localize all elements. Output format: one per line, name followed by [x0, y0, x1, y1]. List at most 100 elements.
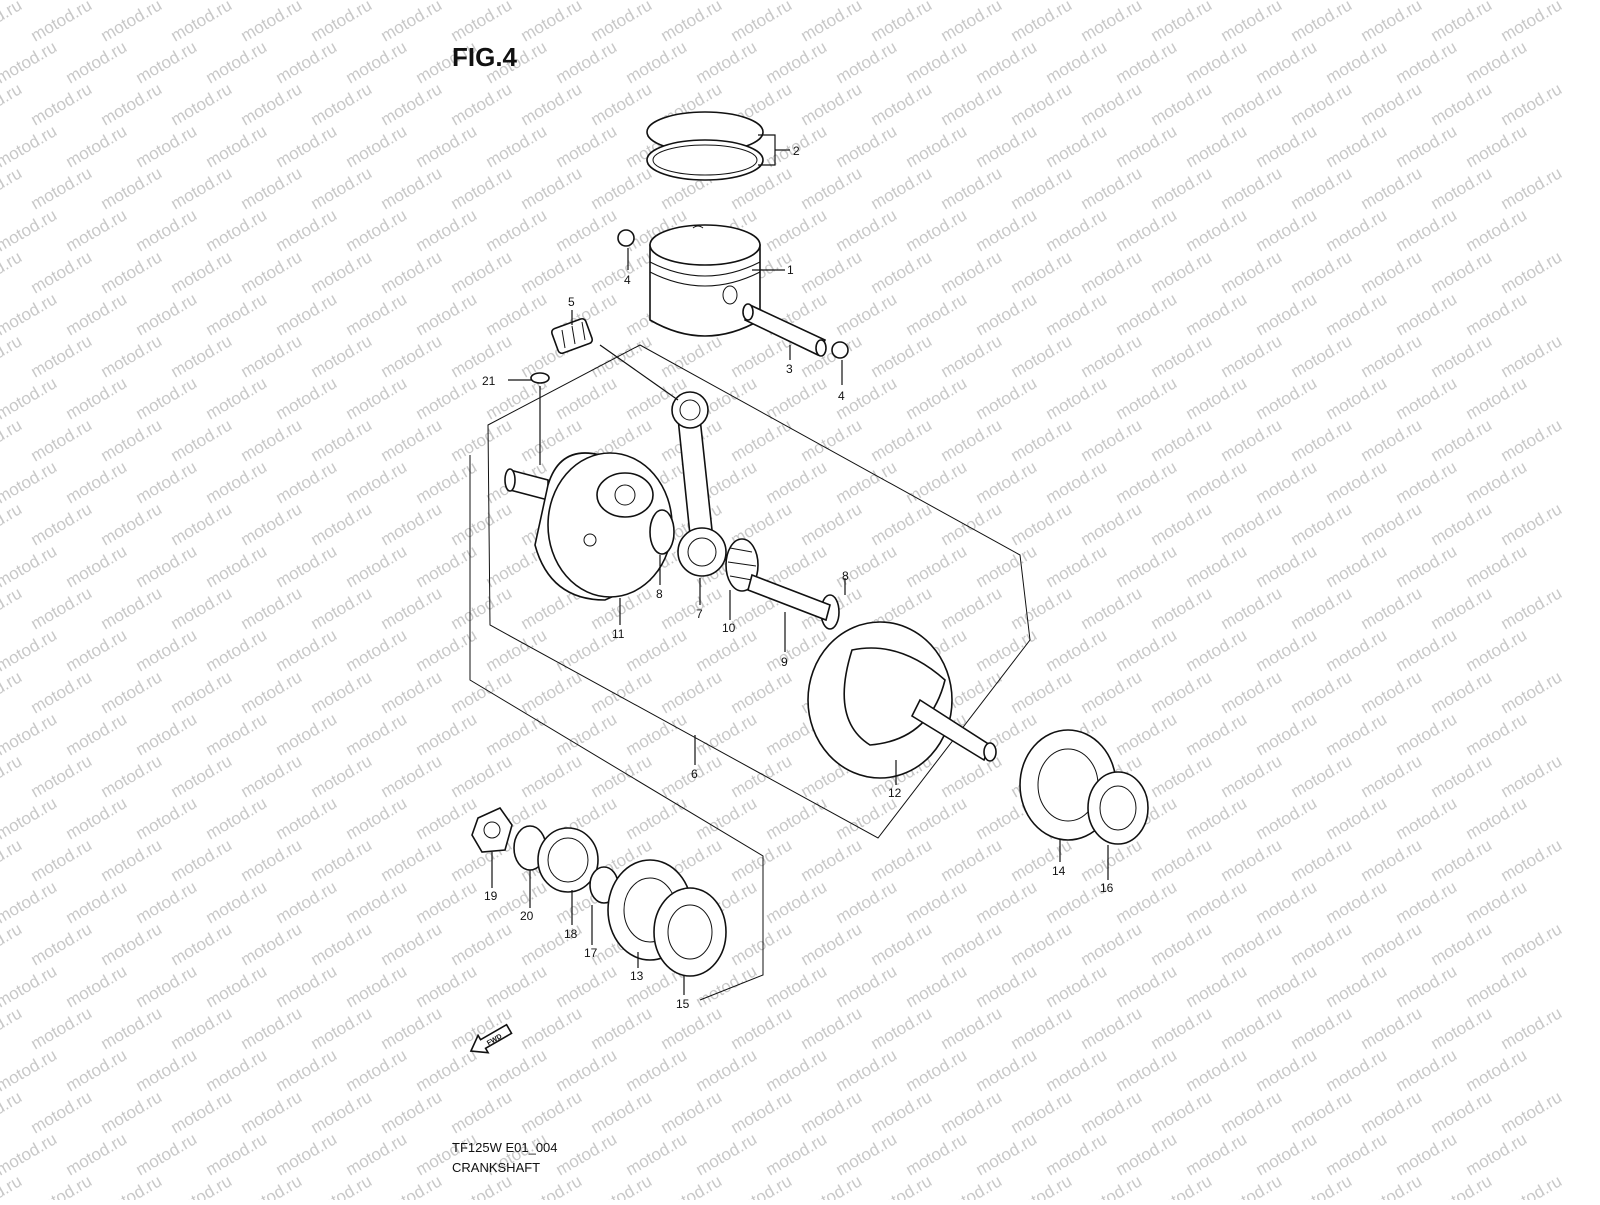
watermark-text: motod.ru: [133, 37, 201, 87]
watermark-text: motod.ru: [1218, 1087, 1286, 1137]
watermark-text: motod.ru: [1288, 415, 1356, 465]
watermark-text: motod.ru: [903, 877, 971, 927]
watermark-text: motod.ru: [0, 121, 60, 171]
watermark-text: motod.ru: [938, 1087, 1006, 1137]
watermark-text: motod.ru: [728, 1087, 796, 1137]
watermark-text: motod.ru: [0, 289, 60, 339]
watermark-text: motod.ru: [63, 373, 131, 423]
watermark-text: motod.ru: [973, 373, 1041, 423]
watermark-text: motod.ru: [1323, 709, 1391, 759]
watermark-text: motod.ru: [553, 205, 621, 255]
watermark-text: motod.ru: [1078, 331, 1146, 381]
watermark-text: motod.ru: [973, 121, 1041, 171]
watermark-text: motod.ru: [0, 751, 25, 801]
watermark-text: motod.ru: [658, 583, 726, 633]
callout-label: 10: [722, 621, 736, 635]
watermark-text: motod.ru: [273, 625, 341, 675]
watermark-text: motod.ru: [273, 709, 341, 759]
watermark-text: motod.ru: [868, 1171, 936, 1200]
watermark-text: motod.ru: [1148, 1003, 1216, 1053]
watermark-text: motod.ru: [168, 79, 236, 129]
watermark-text: motod.ru: [903, 121, 971, 171]
watermark-text: motod.ru: [1323, 457, 1391, 507]
callout-label: 1: [787, 263, 794, 277]
watermark-text: motod.ru: [1393, 877, 1461, 927]
watermark-text: motod.ru: [1288, 331, 1356, 381]
watermark-text: motod.ru: [0, 1087, 25, 1137]
watermark-text: motod.ru: [98, 667, 166, 717]
watermark-text: motod.ru: [0, 373, 60, 423]
watermark-text: motod.ru: [273, 1045, 341, 1095]
watermark-text: motod.ru: [1288, 1087, 1356, 1137]
watermark-text: motod.ru: [938, 79, 1006, 129]
watermark-text: motod.ru: [1498, 415, 1566, 465]
watermark-text: motod.ru: [413, 205, 481, 255]
watermark-text: motod.ru: [938, 1171, 1006, 1200]
crankshaft-right: [807, 621, 997, 779]
watermark-text: motod.ru: [1393, 205, 1461, 255]
watermark-text: motod.ru: [938, 331, 1006, 381]
watermark-text: motod.ru: [238, 415, 306, 465]
thrust-washer-left: [649, 509, 675, 555]
watermark-text: motod.ru: [518, 751, 586, 801]
watermark-text: motod.ru: [1113, 709, 1181, 759]
watermark-text: motod.ru: [973, 541, 1041, 591]
watermark-text: motod.ru: [1393, 121, 1461, 171]
watermark-text: motod.ru: [1043, 625, 1111, 675]
watermark-text: motod.ru: [763, 457, 831, 507]
watermark-text: motod.ru: [483, 961, 551, 1011]
watermark-text: motod.ru: [1218, 1171, 1286, 1200]
watermark-text: motod.ru: [1183, 373, 1251, 423]
watermark-text: motod.ru: [98, 835, 166, 885]
watermark-text: motod.ru: [1498, 751, 1566, 801]
watermark-text: motod.ru: [0, 709, 60, 759]
watermark-text: motod.ru: [1253, 625, 1321, 675]
watermark-text: motod.ru: [1323, 37, 1391, 87]
watermark-text: motod.ru: [308, 919, 376, 969]
watermark-text: motod.ru: [728, 667, 796, 717]
watermark-text: motod.ru: [1358, 331, 1426, 381]
watermark-text: motod.ru: [1043, 121, 1111, 171]
watermark-text: motod.ru: [973, 625, 1041, 675]
watermark-text: motod.ru: [133, 205, 201, 255]
watermark-text: motod.ru: [1428, 667, 1496, 717]
watermark-text: motod.ru: [1183, 793, 1251, 843]
watermark-text: motod.ru: [1428, 415, 1496, 465]
watermark-text: motod.ru: [343, 37, 411, 87]
watermark-text: motod.ru: [518, 163, 586, 213]
callout-label: 21: [482, 374, 496, 388]
watermark-text: motod.ru: [448, 667, 516, 717]
watermark-text: motod.ru: [798, 79, 866, 129]
watermark-text: motod.ru: [1288, 0, 1356, 45]
watermark-text: motod.ru: [1428, 1003, 1496, 1053]
watermark-text: motod.ru: [238, 1003, 306, 1053]
watermark-text: motod.ru: [973, 205, 1041, 255]
callout-label: 20: [520, 909, 534, 923]
watermark-text: motod.ru: [1428, 499, 1496, 549]
watermark-text: motod.ru: [1113, 1129, 1181, 1179]
watermark-text: motod.ru: [133, 1045, 201, 1095]
watermark-text: motod.ru: [1218, 667, 1286, 717]
watermark-text: motod.ru: [0, 247, 25, 297]
callout-label: 7: [696, 607, 703, 621]
watermark-text: motod.ru: [1113, 457, 1181, 507]
watermark-text: motod.ru: [1463, 709, 1531, 759]
watermark-text: motod.ru: [1148, 499, 1216, 549]
watermark-text: motod.ru: [1113, 289, 1181, 339]
watermark-text: motod.ru: [938, 0, 1006, 45]
watermark-text: motod.ru: [1218, 0, 1286, 45]
watermark-text: motod.ru: [0, 79, 25, 129]
watermark-text: motod.ru: [1183, 625, 1251, 675]
watermark-text: motod.ru: [1428, 1087, 1496, 1137]
watermark-text: motod.ru: [588, 1087, 656, 1137]
watermark-text: motod.ru: [833, 121, 901, 171]
watermark-text: motod.ru: [1288, 835, 1356, 885]
watermark-text: motod.ru: [63, 457, 131, 507]
watermark-text: motod.ru: [0, 1129, 60, 1179]
watermark-text: motod.ru: [0, 1045, 60, 1095]
watermark-text: motod.ru: [413, 961, 481, 1011]
watermark-text: motod.ru: [63, 961, 131, 1011]
watermark-text: motod.ru: [1148, 835, 1216, 885]
watermark-text: motod.ru: [1323, 541, 1391, 591]
watermark-text: motod.ru: [0, 541, 60, 591]
